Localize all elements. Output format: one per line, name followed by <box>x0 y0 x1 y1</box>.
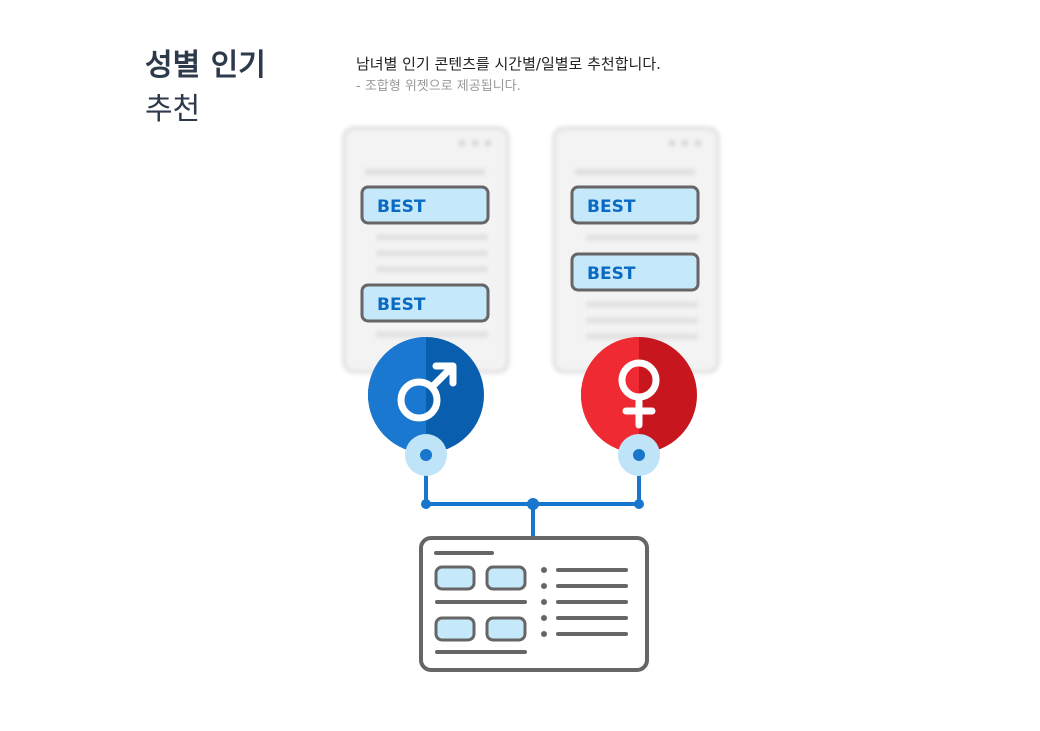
best-badge: BEST <box>360 185 490 225</box>
svg-text:BEST: BEST <box>377 197 426 217</box>
svg-text:BEST: BEST <box>377 295 426 315</box>
svg-text:BEST: BEST <box>587 264 636 284</box>
best-badge: BEST <box>570 185 700 225</box>
description-main: 남녀별 인기 콘텐츠를 시간별/일별로 추천합니다. <box>356 55 661 73</box>
junction-dot <box>527 498 539 510</box>
title-line-1: 성별 인기 <box>145 48 266 83</box>
description-sub: - 조합형 위젯으로 제공됩니다. <box>356 79 521 94</box>
combined-widget-icon <box>419 536 649 672</box>
female-symbol-icon <box>581 337 697 453</box>
best-badge: BEST <box>360 283 490 323</box>
male-symbol-icon <box>368 337 484 453</box>
female-content-panel <box>552 126 720 374</box>
male-content-panel <box>342 126 510 374</box>
connector-lines <box>424 453 641 540</box>
connector-node <box>618 434 660 476</box>
junction-dot <box>634 499 644 509</box>
description: 남녀별 인기 콘텐츠를 시간별/일별로 추천합니다. - 조합형 위젯으로 제공… <box>356 52 661 98</box>
connector-node <box>405 434 447 476</box>
best-badge: BEST <box>570 252 700 292</box>
junction-dot <box>421 499 431 509</box>
svg-text:BEST: BEST <box>587 197 636 217</box>
title-line-2: 추천 <box>145 92 201 127</box>
page-title: 성별 인기 추천 <box>145 44 266 132</box>
